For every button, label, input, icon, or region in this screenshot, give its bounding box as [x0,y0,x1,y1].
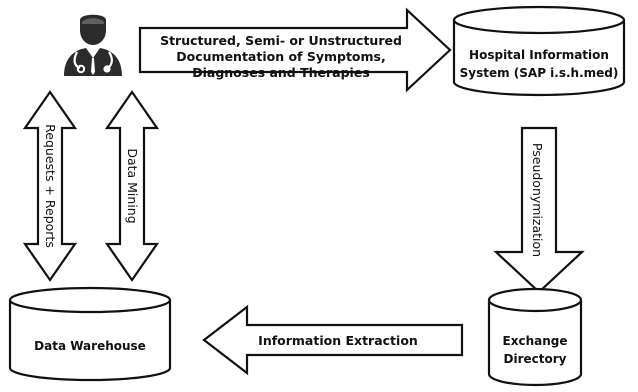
pseudonymization-label: Pseudonymization [530,143,545,257]
his-label-line2: System (SAP i.s.h.med) [460,66,619,80]
requests-reports-label: Requests + Reports [43,124,58,248]
data-mining-arrow: Data Mining [104,90,160,282]
data-warehouse-cylinder: Data Warehouse [8,286,172,382]
his-cylinder: Hospital Information System (SAP i.s.h.m… [452,5,626,97]
information-extraction-label: Information Extraction [258,333,418,348]
exchange-label-line2: Directory [504,352,567,366]
information-extraction-arrow: Information Extraction [202,304,464,376]
documentation-arrow: Structured, Semi- or Unstructured Docume… [138,7,452,93]
his-label-line1: Hospital Information [469,48,609,62]
requests-reports-arrow: Requests + Reports [22,90,78,282]
exchange-label-line1: Exchange [503,334,568,348]
exchange-directory-cylinder: Exchange Directory [487,287,583,387]
pseudonymization-arrow: Pseudonymization [493,126,585,294]
data-warehouse-label: Data Warehouse [34,339,146,353]
doctor-icon [64,14,122,76]
documentation-label-line3: Diagnoses and Therapies [192,65,370,80]
documentation-label-line2: Documentation of Symptoms, [176,49,385,64]
documentation-label-line1: Structured, Semi- or Unstructured [160,33,402,48]
data-mining-label: Data Mining [125,148,140,223]
